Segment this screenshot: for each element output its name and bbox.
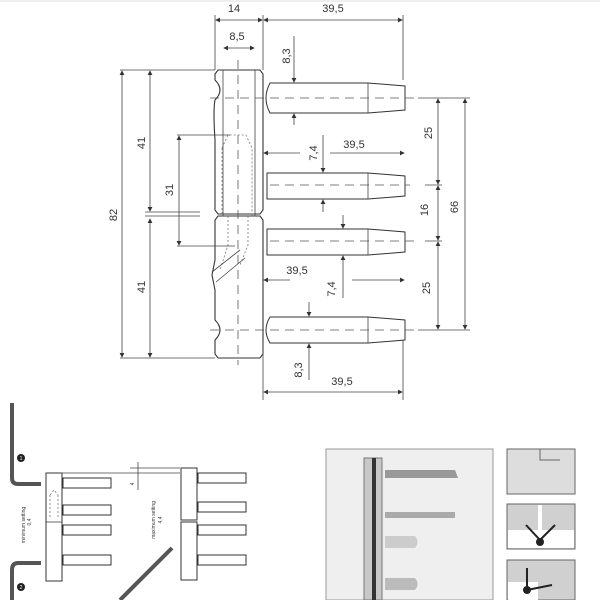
- dim-height-lower: 41: [136, 281, 148, 293]
- dim-spacing-mid: 16: [419, 204, 431, 216]
- min-setting-value: 0,4: [27, 518, 33, 525]
- dim-pin-dia-top: 8,3: [281, 48, 293, 63]
- dim-pin-dia-2: 7,4: [308, 145, 320, 160]
- max-setting-label: maximum setting: [151, 501, 157, 539]
- dim-height-upper: 41: [136, 137, 148, 149]
- hinge-barrel: [211, 60, 264, 365]
- dim-pin-length-bottom: 39,5: [331, 376, 352, 388]
- dim-pin-length-2: 39,5: [343, 139, 364, 151]
- rebate-angle-icon: [506, 559, 576, 600]
- dim-spacing-bottom: 25: [421, 282, 433, 294]
- allen-key-icon: [10, 403, 41, 486]
- dim-pin-dia-3: 7,4: [326, 281, 338, 296]
- dim-pin-length-top: 39,5: [322, 3, 343, 15]
- step-1-badge: 1: [20, 456, 23, 462]
- dim-bore-width: 8,5: [229, 31, 244, 43]
- dim-pin-length-3: 39,5: [286, 265, 307, 277]
- dim-spacing-top: 25: [423, 127, 435, 139]
- offset-value: 4: [130, 482, 136, 485]
- min-setting-label: minimum setting: [21, 507, 27, 544]
- allen-key-icon: [10, 561, 41, 600]
- dim-offset: 31: [164, 184, 176, 196]
- max-setting-value: 4,4: [158, 516, 164, 523]
- dim-pin-dia-bottom: 8,3: [293, 362, 305, 377]
- step-2-badge: 2: [20, 585, 23, 591]
- hinge-pins: [210, 82, 415, 344]
- product-photo: [325, 448, 494, 600]
- wood-rebate-icon: [506, 448, 576, 495]
- hinge-max-setting: [130, 462, 247, 581]
- allen-key-icon: [118, 546, 174, 600]
- main-hinge-drawing: 14 39,5 8,5 8,3 41 82 31 41 39,5 7,4 25 …: [108, 3, 470, 400]
- adjustment-drawing: 1 2 minimum setting 0,4 maximum setting …: [10, 403, 247, 600]
- dim-height-total: 82: [108, 209, 120, 221]
- installation-icons: [506, 448, 576, 600]
- dimension-lines: [119, 15, 470, 400]
- opening-angle-icon: [506, 503, 576, 550]
- dim-barrel-width: 14: [228, 3, 240, 15]
- hinge-min-setting: [45, 472, 180, 582]
- dim-spacing-total: 66: [449, 201, 461, 213]
